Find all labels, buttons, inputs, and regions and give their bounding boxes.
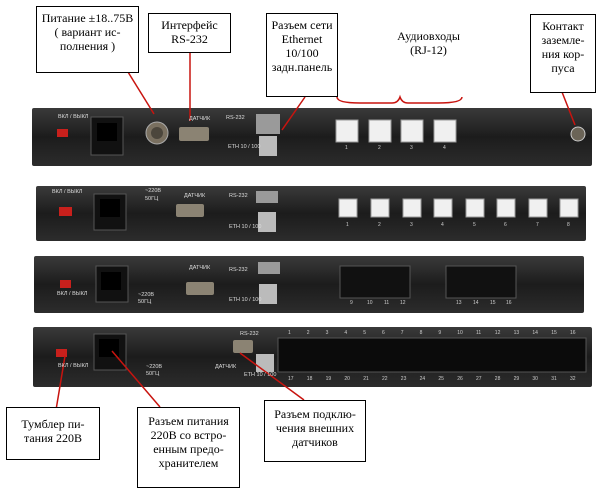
port-number: 19	[325, 376, 332, 382]
onoff-label-2: ВКЛ / ВЫКЛ	[52, 189, 83, 195]
port-number: 12	[400, 300, 406, 306]
callout-rs232: Интерфейс RS-232	[148, 13, 231, 53]
port-number: 21	[363, 376, 369, 382]
onoff-label-3: ВКЛ / ВЫКЛ	[57, 291, 88, 297]
panel-2	[36, 186, 586, 241]
hz-label-4: 50ГЦ	[146, 371, 160, 377]
port-number: 9	[350, 300, 353, 306]
port-number: 5	[473, 222, 476, 228]
port-number: 15	[551, 330, 557, 336]
rs232-label-2: RS-232	[229, 193, 248, 199]
port-number: 2	[378, 145, 381, 151]
port-number: 31	[551, 376, 557, 382]
v220-label-4: ~220В	[146, 364, 163, 370]
port-number: 13	[456, 300, 462, 306]
port-number: 3	[410, 145, 413, 151]
v220-label: ~220В	[145, 188, 162, 194]
eth-label-4: ЕТН 10 / 100	[244, 372, 277, 378]
onoff-label: ВКЛ / ВЫКЛ	[58, 114, 89, 120]
callout-ethernet: Разъем сети Ethernet 10/100 задн.панель	[266, 13, 338, 97]
port-number: 27	[476, 376, 482, 382]
sensor-label-3: ДАТЧИК	[189, 265, 211, 271]
sensor-label: ДАТЧИК	[189, 116, 211, 122]
port-number: 30	[532, 376, 538, 382]
port-number: 8	[419, 330, 423, 336]
callout-toggle: Тумблер пи-тания 220В	[6, 407, 100, 460]
panel-3	[34, 256, 584, 313]
port-number: 16	[570, 330, 576, 336]
port-number: 16	[506, 300, 512, 306]
port-number: 3	[325, 330, 329, 336]
rs232-label-3: RS-232	[229, 267, 248, 273]
port-number: 23	[400, 376, 407, 382]
port-number: 32	[570, 376, 576, 382]
port-number: 14	[532, 330, 538, 336]
port-number: 11	[384, 300, 390, 306]
port-number: 2	[378, 222, 381, 228]
port-number: 3	[410, 222, 413, 228]
port-number: 1	[288, 330, 291, 336]
sensor-label-2: ДАТЧИК	[184, 193, 206, 199]
port-number: 6	[504, 222, 507, 228]
callout-audio: Аудиовходы (RJ-12)	[386, 27, 471, 60]
port-number: 28	[494, 376, 501, 382]
port-number: 9	[438, 330, 442, 336]
port-number: 11	[476, 330, 482, 336]
callout-power: Питание ±18..75В ( вариант ис-полнения )	[36, 6, 139, 73]
port-number: 4	[344, 330, 348, 336]
port-number: 25	[438, 376, 444, 382]
onoff-label-4: ВКЛ / ВЫКЛ	[58, 363, 89, 369]
v220-label-3: ~220В	[138, 292, 155, 298]
port-number: 7	[400, 330, 404, 336]
port-number: 1	[345, 145, 348, 151]
port-number: 17	[288, 376, 294, 382]
rs232-label: RS-232	[226, 115, 245, 121]
eth-label-3: ЕТН 10 / 100	[229, 297, 262, 303]
port-number: 22	[382, 376, 388, 382]
port-number: 4	[441, 222, 444, 228]
eth-label-2: ЕТН 10 / 100	[229, 224, 262, 230]
port-number: 10	[457, 330, 463, 336]
port-number: 18	[306, 376, 313, 382]
port-number: 12	[494, 330, 501, 336]
port-number: 20	[344, 376, 350, 382]
callout-sensors: Разъем подклю-чения внешних датчиков	[264, 400, 366, 462]
eth-label: ЕТН 10 / 100	[228, 144, 261, 150]
port-number: 6	[382, 330, 385, 336]
port-number: 2	[306, 330, 310, 336]
sensor-label-4: ДАТЧИК	[215, 364, 237, 370]
port-number: 14	[473, 300, 479, 306]
hz-label-3: 50ГЦ	[138, 299, 152, 305]
port-number: 8	[567, 222, 570, 228]
port-number: 1	[346, 222, 349, 228]
port-number: 7	[536, 222, 539, 228]
callout-ground: Контакт заземле-ния кор-пуса	[530, 14, 596, 93]
panel-4	[33, 327, 592, 387]
port-number: 29	[513, 376, 520, 382]
rs232-connector	[179, 127, 209, 141]
port-number: 4	[443, 145, 446, 151]
port-number: 15	[490, 300, 496, 306]
port-number: 5	[363, 330, 366, 336]
callout-power220: Разъем питания 220В со встро-енным предо…	[137, 407, 240, 488]
power-toggle	[57, 129, 68, 137]
port-number: 26	[457, 376, 463, 382]
callout-lines	[55, 53, 576, 411]
hz-label: 50ГЦ	[145, 196, 159, 202]
rs232-label-4: RS-232	[240, 331, 259, 337]
port-number: 24	[419, 376, 426, 382]
port-number: 10	[367, 300, 373, 306]
panel-1	[32, 108, 592, 166]
port-number: 13	[513, 330, 520, 336]
